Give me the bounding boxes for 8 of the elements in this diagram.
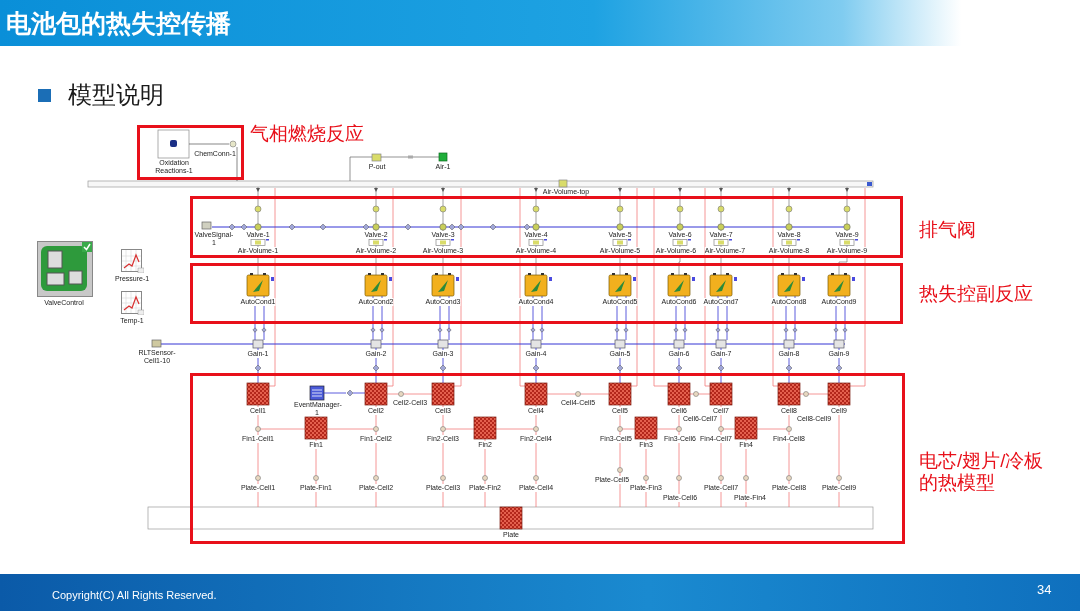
copyright-text: Copyright(C) All Rights Reserved. (52, 589, 217, 602)
section-title: 模型说明 (68, 81, 164, 109)
page-number: 34 (1037, 582, 1052, 597)
section-heading: 电芯/翅片/冷板的热模型 (919, 450, 1045, 494)
slide-title: 电池包的热失控传播 (6, 8, 231, 38)
section-heading: 热失控副反应 (919, 283, 1033, 305)
section-heading: 气相燃烧反应 (250, 123, 364, 145)
section-heading: 排气阀 (919, 219, 976, 241)
